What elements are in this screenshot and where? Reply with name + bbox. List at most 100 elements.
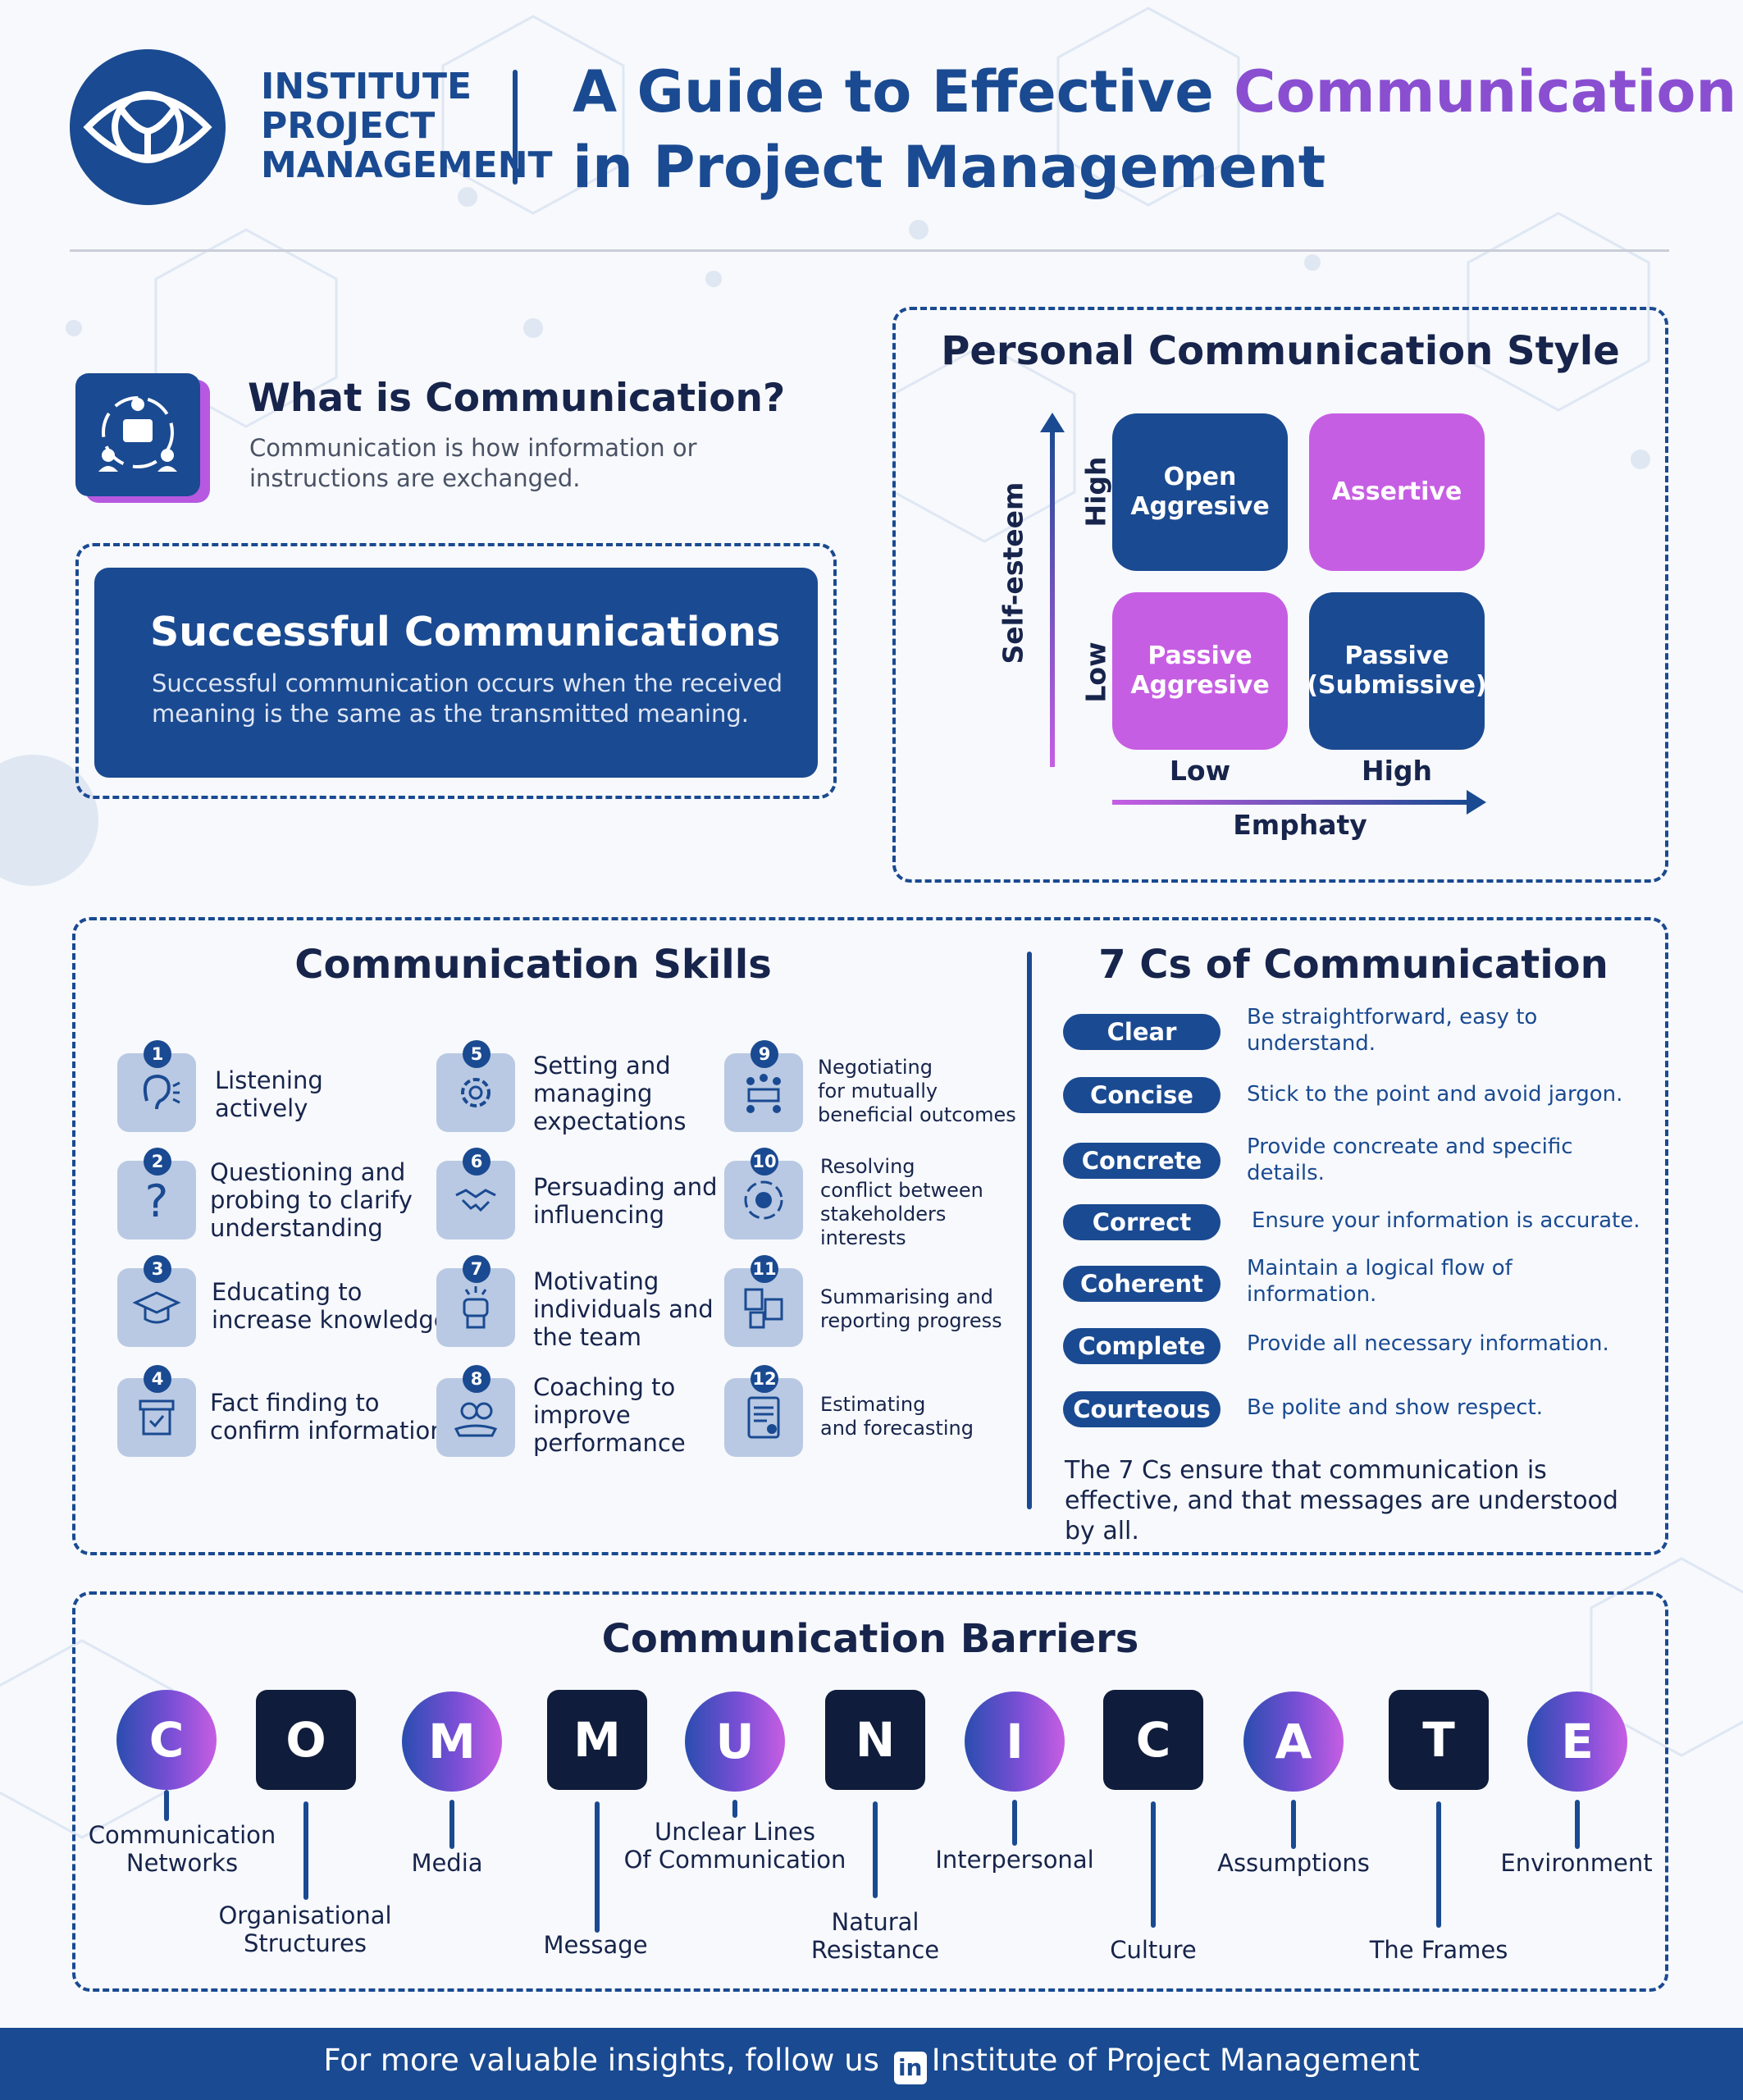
skill-1-label: Listening actively [215,1066,323,1122]
barrier-label-environment: Environment [1500,1849,1653,1877]
barriers-frame [72,1591,1668,1992]
c-pill-courteous: Courteous [1063,1391,1221,1427]
seven-cs-title: 7 Cs of Communication [1098,942,1608,988]
barrier-connector-9 [1291,1800,1296,1849]
logo-line-2: PROJECT [261,105,436,147]
skill-3-number: 3 [144,1255,171,1283]
skill-4-label: Fact finding to confirm information [210,1389,445,1445]
report-icon [744,1288,783,1329]
successful-communications-frame [75,543,837,799]
barrier-connector-10 [1436,1801,1441,1928]
barrier-label-communication-networks: Communication Networks [88,1821,276,1877]
skill-3-label: Educating to increase knowledge [212,1278,449,1334]
footer-text-before: For more valuable insights, follow us [323,2043,879,2078]
c-pill-concise: Concise [1063,1077,1221,1113]
skill-4-number: 4 [144,1365,171,1393]
barrier-connector-4 [595,1801,600,1933]
barrier-label-organisational-structures: Organisational Structures [218,1901,392,1957]
skill-2-label: Questioning and probing to clarify under… [210,1158,413,1242]
coaching-hand-icon [454,1402,498,1437]
c-desc-complete: Provide all necessary information. [1247,1331,1609,1356]
successful-communications-text: Successful communication occurs when the… [152,669,783,728]
barrier-letter-u: U [685,1691,785,1792]
c-desc-concrete: Provide concreate and specific details. [1247,1134,1573,1185]
c-pill-coherent: Coherent [1063,1266,1221,1302]
header-rule [70,249,1669,252]
question-icon: ? [145,1176,169,1225]
svg-text:?: ? [145,1176,169,1225]
y-low-label: Low [1079,641,1112,703]
barrier-letter-e: E [1527,1691,1627,1792]
logo-line-3: MANAGEMENT [261,144,553,186]
skill-8-number: 8 [463,1365,491,1393]
y-high-label: High [1079,456,1112,527]
c-desc-correct: Ensure your information is accurate. [1252,1208,1640,1233]
barrier-letter-c2: C [1103,1690,1203,1790]
y-axis-label: Self-esteem [997,482,1029,664]
gear-icon [461,1078,491,1107]
barrier-letter-c1: C [116,1690,217,1790]
skill-9-label: Negotiating for mutually beneficial outc… [818,1056,1016,1126]
forecast-document-icon [747,1396,780,1439]
barrier-connector-6 [873,1801,878,1898]
barrier-letter-o: O [256,1690,356,1790]
footer-text: For more valuable insights, follow us in… [0,2043,1743,2084]
barrier-label-interpersonal: Interpersonal [935,1846,1094,1874]
quadrant-open-aggressive: Open Aggresive [1112,413,1288,571]
logo-line-1: INSTITUTE [261,66,472,107]
title-line-2: in Project Management [573,134,1326,201]
fist-icon [463,1286,489,1329]
what-is-communication-text: Communication is how information or inst… [249,434,697,492]
logo-wordmark: INSTITUTE PROJECT MANAGEMENT [261,67,553,185]
barrier-letter-m2: M [547,1690,647,1790]
graduation-cap-icon [132,1291,181,1324]
barrier-label-message: Message [543,1931,648,1959]
skill-11-label: Summarising and reporting progress [820,1285,1002,1332]
c-pill-correct: Correct [1063,1204,1221,1240]
barrier-label-assumptions: Assumptions [1217,1849,1370,1877]
barrier-letter-m1: M [402,1691,502,1792]
skills-divider [1027,952,1032,1509]
barrier-connector-11 [1575,1800,1580,1849]
barrier-connector-2 [303,1801,308,1900]
c-pill-complete: Complete [1063,1328,1221,1364]
quadrant-passive-aggressive: Passive Aggresive [1112,592,1288,750]
eye-logo-icon [83,91,212,163]
seven-cs-summary: The 7 Cs ensure that communication is ef… [1065,1456,1618,1545]
skill-1-number: 1 [144,1040,171,1068]
skills-and-7cs-frame [72,917,1668,1555]
footer-text-after[interactable]: Institute of Project Management [931,2043,1420,2078]
linkedin-icon[interactable]: in [893,2052,927,2084]
skill-6-label: Persuading and influencing [533,1173,718,1229]
successful-communications-title: Successful Communications [150,609,781,655]
barrier-label-culture: Culture [1110,1936,1197,1964]
barrier-label-unclear-lines: Unclear Lines Of Communication [623,1818,846,1874]
ear-icon [143,1074,180,1110]
x-low-label: Low [1169,755,1231,787]
skill-8-label: Coaching to improve performance [533,1373,686,1457]
c-desc-coherent: Maintain a logical flow of information. [1247,1256,1513,1307]
barrier-connector-1 [164,1790,169,1821]
barrier-letter-t: T [1389,1690,1489,1790]
successful-communications-card [94,568,818,778]
x-axis-label: Emphaty [1233,809,1367,841]
x-high-label: High [1361,755,1433,787]
skill-10-number: 10 [751,1148,778,1176]
personal-style-title: Personal Communication Style [941,328,1620,374]
skill-5-icon-tile [436,1053,515,1132]
barrier-letter-a: A [1243,1691,1344,1792]
quadrant-passive-submissive: Passive (Submissive) [1307,592,1487,750]
barrier-label-media: Media [411,1849,483,1877]
barrier-connector-5 [732,1800,737,1818]
page-title: A Guide to Effective Communication in Pr… [573,54,1736,205]
handshake-icon [455,1189,496,1212]
institute-logo [70,49,226,205]
barrier-connector-7 [1012,1800,1017,1846]
personal-style-axes [1040,413,1486,815]
skill-2-number: 2 [144,1148,171,1176]
barrier-letter-n: N [825,1690,925,1790]
title-accent: Communication [1234,58,1737,126]
barrier-label-the-frames: The Frames [1369,1936,1508,1964]
c-desc-courteous: Be polite and show respect. [1247,1395,1543,1420]
skill-5-label: Setting and managing expectations [533,1052,687,1135]
